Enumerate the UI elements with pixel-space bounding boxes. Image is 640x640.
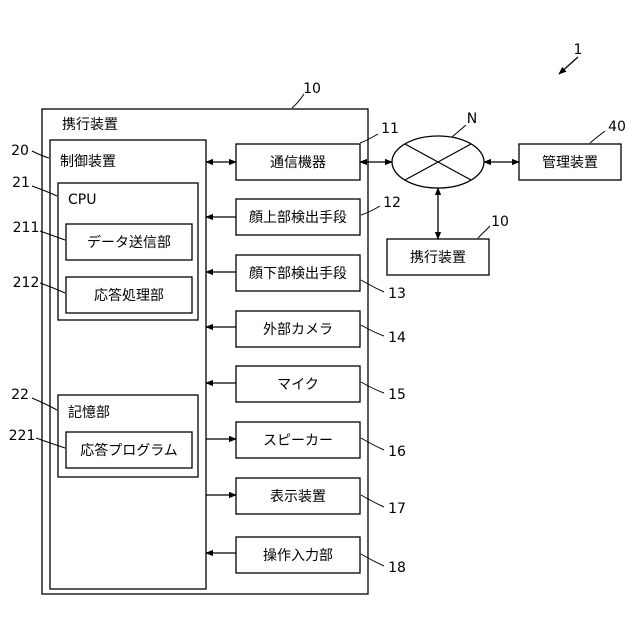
cpu-title: CPU [68, 192, 96, 208]
storage-leader [32, 398, 57, 410]
comm-device-leader [360, 134, 378, 143]
controller-ref: 20 [11, 143, 29, 159]
network-label: N [467, 111, 477, 127]
management-device-ref: 40 [608, 119, 626, 135]
speaker-label: スピーカー [263, 433, 333, 449]
external-camera-ref: 14 [388, 330, 406, 346]
response-program-label: 応答プログラム [80, 442, 178, 459]
display-device-ref: 17 [388, 501, 406, 517]
cpu-ref: 21 [12, 175, 30, 191]
comm-device-ref: 11 [381, 121, 399, 137]
data-transmitter-label: データ送信部 [87, 234, 171, 251]
network-leader [452, 125, 466, 137]
microphone-ref: 15 [388, 387, 406, 403]
upper-face-detector-leader [361, 206, 380, 215]
operation-input-label: 操作入力部 [263, 548, 333, 564]
cpu-leader [32, 186, 57, 196]
microphone-label: マイク [277, 377, 319, 393]
storage-ref: 22 [11, 387, 29, 403]
external-camera-label: 外部カメラ [263, 322, 333, 338]
response-program-ref: 221 [9, 428, 36, 444]
system-ref-arrow [559, 57, 578, 74]
device-ref: 10 [303, 81, 321, 97]
response-processor-label: 応答処理部 [94, 287, 164, 304]
data-transmitter-leader [40, 231, 65, 240]
upper-face-detector-ref: 12 [383, 195, 401, 211]
response-processor-ref: 212 [13, 275, 40, 291]
device-title: 携行装置 [62, 117, 118, 133]
controller-title: 制御装置 [60, 154, 116, 170]
controller-leader [32, 151, 49, 158]
other-device-label: 携行装置 [410, 250, 466, 266]
comm-device-label: 通信機器 [270, 155, 326, 171]
display-device-label: 表示装置 [270, 489, 326, 505]
response-processor-leader [40, 283, 65, 293]
management-device-label: 管理装置 [542, 155, 598, 171]
upper-face-detector-label: 顔上部検出手段 [249, 210, 347, 226]
speaker-ref: 16 [388, 444, 406, 460]
management-device-leader [590, 131, 605, 143]
microphone-leader [361, 382, 384, 393]
operation-input-leader [361, 554, 384, 566]
data-transmitter-ref: 211 [13, 220, 40, 236]
system-ref-label: 1 [574, 42, 583, 58]
storage-title: 記憶部 [68, 404, 110, 421]
lower-face-detector-leader [361, 280, 384, 292]
lower-face-detector-label: 顔下部検出手段 [249, 266, 347, 282]
operation-input-ref: 18 [388, 560, 406, 576]
other-device-leader [478, 226, 490, 238]
other-device-ref: 10 [491, 214, 509, 230]
external-camera-leader [361, 325, 384, 336]
device-box [42, 109, 368, 594]
lower-face-detector-ref: 13 [388, 286, 406, 302]
speaker-leader [361, 438, 384, 450]
device-leader [292, 94, 304, 108]
display-device-leader [361, 495, 384, 507]
